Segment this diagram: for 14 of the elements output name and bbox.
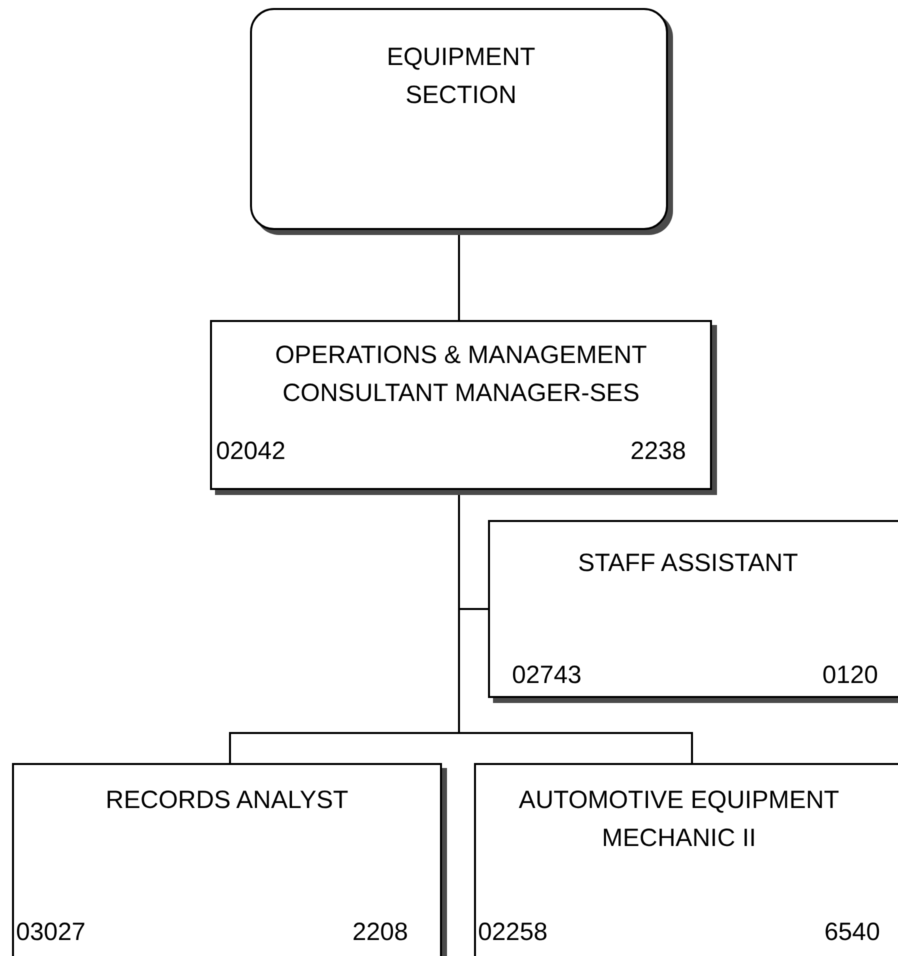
class-code: 2208	[352, 917, 408, 947]
class-code: 6540	[824, 917, 880, 947]
class-code: 0120	[822, 660, 878, 690]
position-title: AUTOMOTIVE EQUIPMENT MECHANIC II	[518, 785, 840, 854]
position-number: 03027	[16, 917, 86, 947]
position-title: RECORDS ANALYST	[104, 785, 350, 816]
class-code: 2238	[630, 436, 686, 466]
position-number: 02042	[216, 436, 286, 466]
position-title: OPERATIONS & MANAGEMENT CONSULTANT MANAGER-SES	[274, 340, 648, 409]
position-title: STAFF ASSISTANT	[578, 548, 798, 579]
position-number: 02258	[478, 917, 548, 947]
position-box	[474, 763, 898, 956]
position-title: EQUIPMENT SECTION	[386, 42, 536, 111]
position-number: 02743	[512, 660, 582, 690]
